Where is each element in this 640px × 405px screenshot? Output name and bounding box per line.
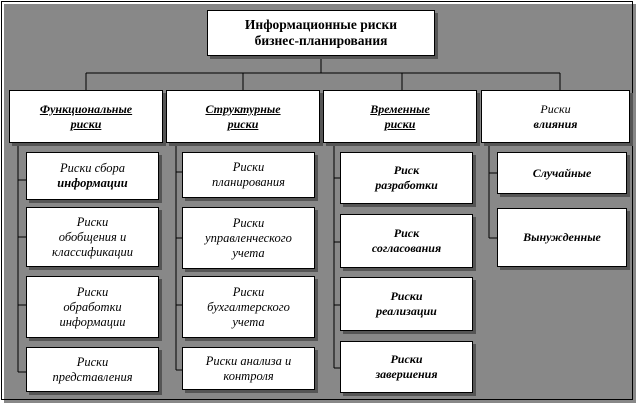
item-line: учета xyxy=(232,245,265,260)
item-line: Риски xyxy=(232,160,265,174)
item-line: Риски xyxy=(76,354,109,369)
item-line: учета xyxy=(232,314,265,329)
item-line: реализации xyxy=(376,304,437,318)
item-line: завершения xyxy=(375,367,438,381)
root-line1: Информационные риски xyxy=(244,17,398,32)
item-temporal-implementation: Риски реализации xyxy=(340,277,473,331)
item-line: Риски xyxy=(76,214,109,229)
item-line: Риск xyxy=(393,163,420,177)
category-title: Структурные xyxy=(205,101,281,116)
item-structural-analysis-control: Риски анализа и контроля xyxy=(182,347,315,390)
category-influence: Риски влияния xyxy=(481,90,630,143)
category-subtitle: риски xyxy=(227,116,259,131)
item-functional-collection: Риски сбора информации xyxy=(26,152,159,200)
item-line: Риски xyxy=(76,284,109,299)
item-line: бухгалтерского xyxy=(207,299,290,314)
category-title: Функциональные xyxy=(39,101,133,116)
item-structural-management-accounting: Риски управленческого учета xyxy=(182,207,315,269)
item-line: Риски xyxy=(390,289,423,303)
item-line: Риски анализа и xyxy=(205,353,292,368)
item-structural-planning: Риски планирования xyxy=(182,152,315,198)
item-line: согласования xyxy=(371,241,442,255)
diagram-frame xyxy=(1,1,633,400)
item-temporal-approval: Риск согласования xyxy=(340,214,473,268)
item-influence-forced: Вынужденные xyxy=(497,208,627,267)
category-temporal: Временные риски xyxy=(323,90,477,143)
category-title: Риски xyxy=(540,101,571,116)
item-line: обобщения и xyxy=(58,229,127,244)
item-line: управленческого xyxy=(205,230,292,245)
item-influence-random: Случайные xyxy=(497,152,627,194)
item-line: Риск xyxy=(393,226,420,240)
item-structural-bookkeeping: Риски бухгалтерского учета xyxy=(182,276,315,338)
item-line: контроля xyxy=(223,368,274,383)
item-line: представления xyxy=(52,369,133,384)
item-line: Риски xyxy=(232,284,265,299)
item-temporal-completion: Риски завершения xyxy=(340,341,473,393)
item-functional-processing: Риски обработки информации xyxy=(26,276,159,338)
root-node: Информационные риски бизнес-планирования xyxy=(207,10,435,56)
category-title: Временные xyxy=(370,101,430,116)
item-line: классификации xyxy=(52,244,133,259)
category-structural: Структурные риски xyxy=(166,90,320,143)
item-line: информации xyxy=(57,176,128,190)
item-functional-presentation: Риски представления xyxy=(26,347,159,392)
item-line: Вынужденные xyxy=(523,230,601,244)
item-line: Риски сбора xyxy=(60,161,125,175)
item-line: информации xyxy=(59,314,126,329)
category-functional: Функциональные риски xyxy=(9,90,163,143)
item-line: обработки xyxy=(63,299,122,314)
item-line: планирования xyxy=(212,175,285,189)
item-line: Риски xyxy=(390,352,423,366)
root-line2: бизнес-планирования xyxy=(254,33,388,48)
category-subtitle: риски xyxy=(384,116,416,131)
category-subtitle: влияния xyxy=(533,116,578,131)
item-line: разработки xyxy=(375,178,438,192)
item-line: Риски xyxy=(232,215,265,230)
item-functional-generalization: Риски обобщения и классификации xyxy=(26,207,159,267)
item-temporal-development: Риск разработки xyxy=(340,152,473,204)
category-subtitle: риски xyxy=(70,116,102,131)
item-line: Случайные xyxy=(532,165,592,180)
